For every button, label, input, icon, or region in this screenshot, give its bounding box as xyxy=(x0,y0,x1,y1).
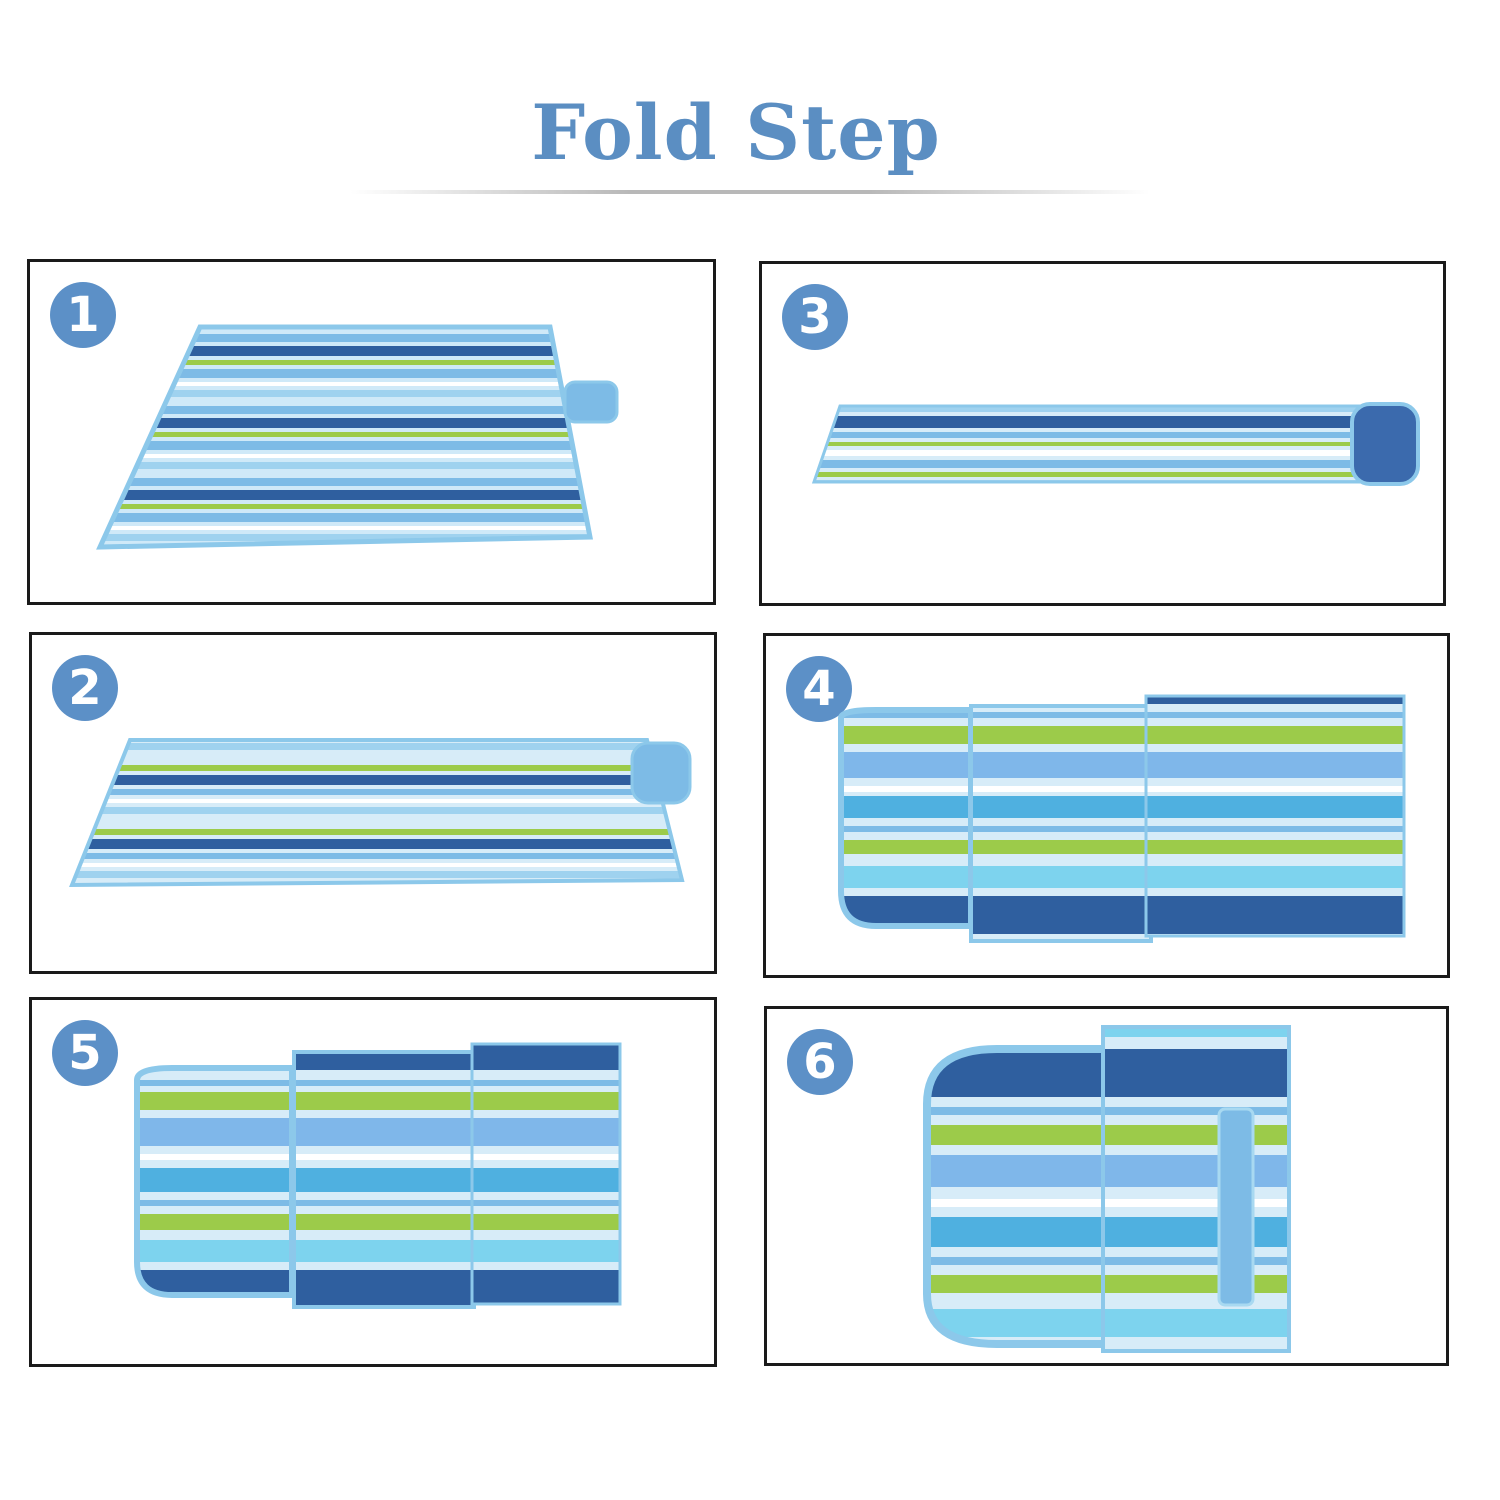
mat-tri-folded-illustration xyxy=(838,694,1406,943)
step-number-badge: 4 xyxy=(786,656,852,722)
velcro-strap xyxy=(1217,1107,1255,1307)
step-number-badge: 3 xyxy=(782,284,848,350)
step-number-badge: 2 xyxy=(52,655,118,721)
mat-stacked-folded-illustration xyxy=(134,1042,622,1309)
step-panel-6: 6 xyxy=(764,1006,1449,1366)
step-panel-1: 1 xyxy=(27,259,716,605)
step-panel-2: 2 xyxy=(29,632,717,974)
step-panel-3: 3 xyxy=(759,261,1446,606)
mat-long-strip-illustration xyxy=(811,402,1420,486)
step-panel-4: 4 xyxy=(763,633,1450,978)
step-number-badge: 6 xyxy=(787,1029,853,1095)
mat-rolled-with-strap-illustration xyxy=(923,1025,1291,1353)
step-panel-5: 5 xyxy=(29,997,717,1367)
step-number-badge: 1 xyxy=(50,282,116,348)
title-divider xyxy=(350,190,1150,194)
mat-unfolded-illustration xyxy=(96,324,619,550)
step-number-badge: 5 xyxy=(52,1020,118,1086)
page-title: Fold Step xyxy=(531,88,941,177)
mat-half-folded-illustration xyxy=(69,738,692,888)
